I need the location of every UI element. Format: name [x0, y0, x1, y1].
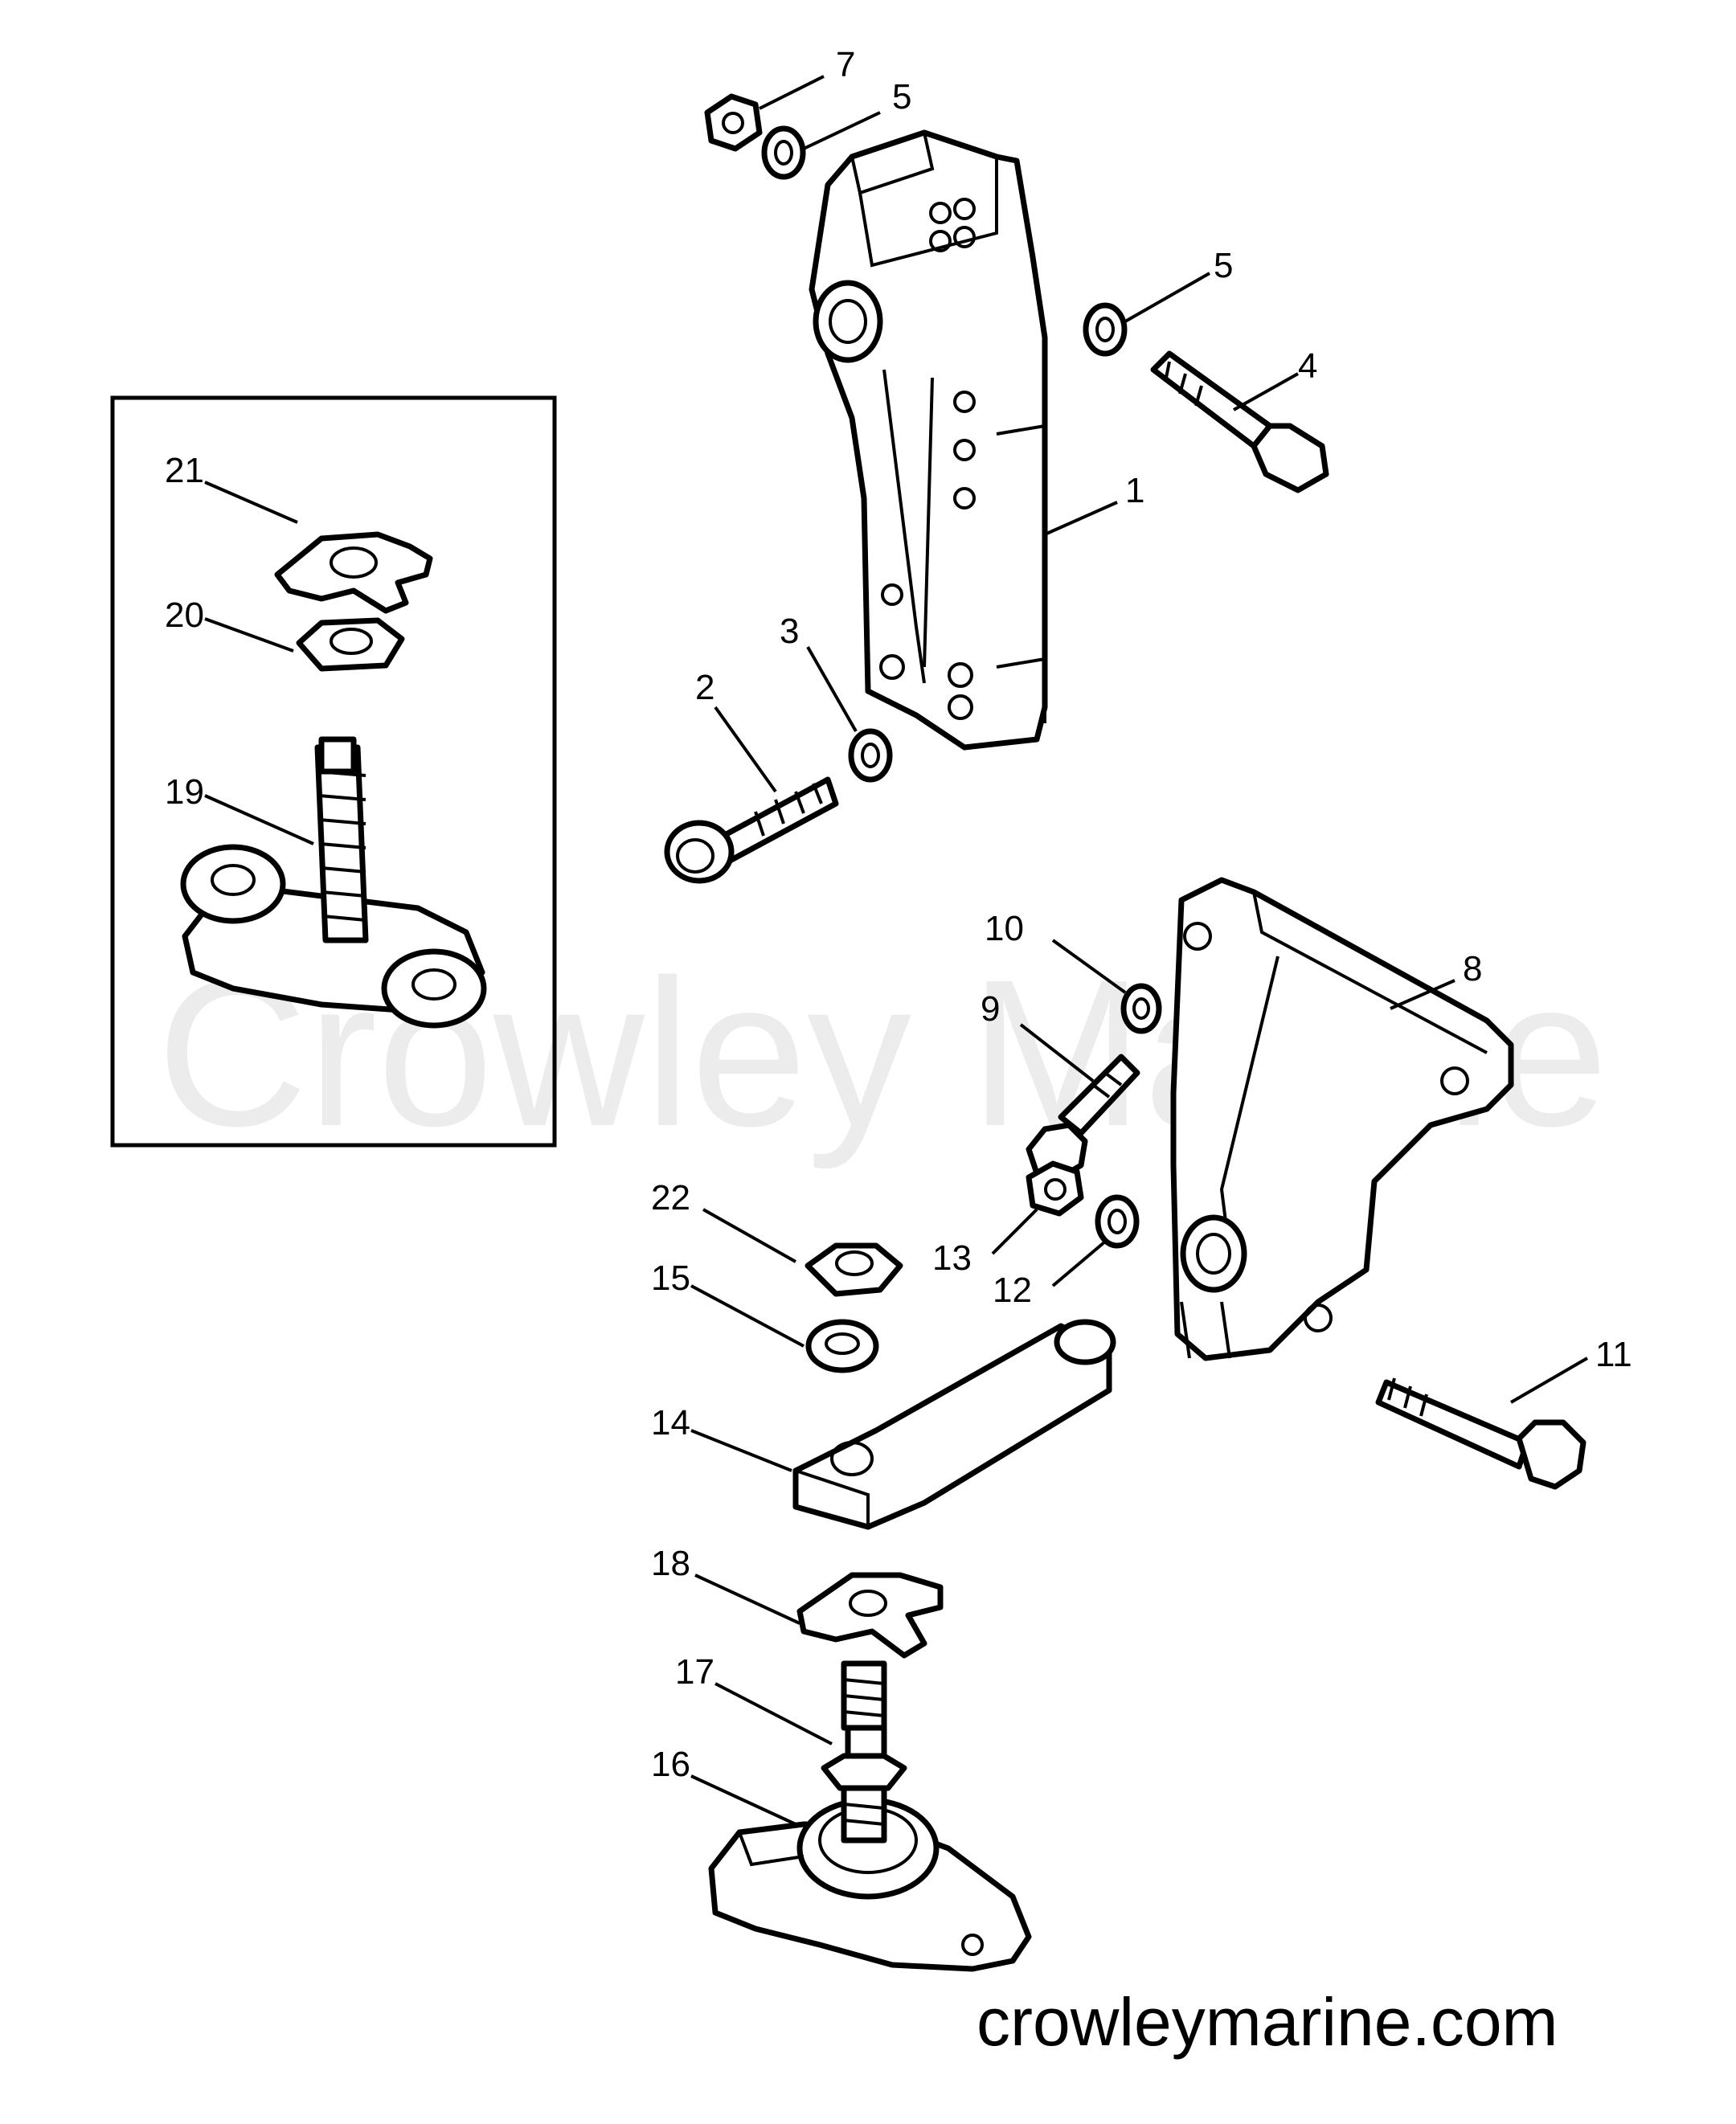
site-url: crowleymarine.com	[976, 1984, 1558, 2060]
callout-2: 2	[695, 668, 714, 707]
part-3-lock-washer	[848, 728, 893, 783]
callout-12: 12	[993, 1271, 1032, 1310]
callout-5-top: 5	[892, 77, 911, 117]
callout-8: 8	[1463, 949, 1482, 988]
callout-19: 19	[165, 772, 204, 812]
callout-16: 16	[651, 1745, 690, 1784]
part-9-bolt	[1026, 1054, 1140, 1181]
part-2-socket-screw	[664, 776, 839, 884]
callout-11: 11	[1595, 1335, 1632, 1374]
callout-1: 1	[1125, 471, 1144, 510]
part-14-rod-end	[792, 1319, 1116, 1530]
callout-17: 17	[675, 1652, 714, 1692]
part-12-lock-washer	[1095, 1194, 1140, 1249]
part-13-nut	[1026, 1160, 1084, 1217]
callout-18: 18	[651, 1544, 690, 1583]
leader-lines	[204, 75, 1589, 1826]
callout-9: 9	[981, 989, 1000, 1029]
part-1-bracket	[809, 129, 1048, 751]
callout-13: 13	[932, 1238, 972, 1278]
callout-22: 22	[651, 1178, 690, 1218]
part-17-stud-nut	[821, 1660, 907, 1844]
callout-10: 10	[985, 909, 1024, 948]
part-15-lock-washer	[805, 1319, 879, 1373]
callout-3: 3	[780, 612, 799, 651]
callout-4: 4	[1298, 346, 1317, 386]
inset-box	[110, 395, 557, 1148]
callout-labels: 7 5 5 4 1 3 2 10 9 8 11 12 13 22 15 14 1…	[165, 45, 1632, 1784]
part-5-lock-washer-top	[761, 125, 806, 180]
callout-15: 15	[651, 1258, 690, 1298]
callout-7: 7	[836, 45, 855, 84]
part-8-bracket	[1170, 877, 1514, 1361]
part-5-lock-washer-right	[1083, 302, 1128, 357]
callout-5-right: 5	[1214, 246, 1233, 285]
callout-14: 14	[651, 1403, 690, 1443]
part-19-link-bolt	[180, 736, 487, 1029]
callout-21: 21	[165, 451, 204, 490]
part-21-clip	[274, 531, 433, 614]
part-22-hex-nut	[805, 1242, 903, 1297]
callout-20: 20	[165, 595, 204, 635]
part-10-lock-washer	[1120, 983, 1162, 1034]
part-11-bolt	[1375, 1377, 1587, 1490]
part-7-nut	[704, 93, 763, 152]
part-4-bolt	[1150, 350, 1329, 493]
part-20-hex-nut	[296, 617, 405, 672]
part-18-clip	[796, 1572, 944, 1659]
